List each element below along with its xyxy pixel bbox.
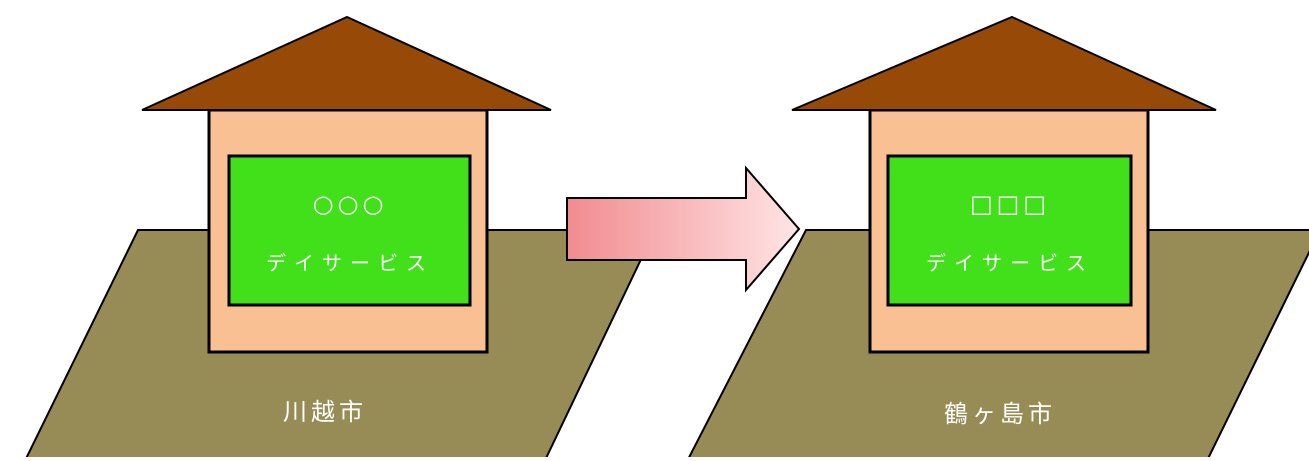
left-signboard <box>227 154 472 307</box>
left-facility-name: ○○○ <box>313 190 388 218</box>
left-city-label: 川越市 <box>283 398 367 426</box>
right-city-label: 鶴ヶ島市 <box>944 400 1056 428</box>
relocation-arrow <box>566 165 801 293</box>
left-facility-type: デイサービス <box>266 251 434 275</box>
left-house-roof <box>141 15 552 111</box>
right-scene: □□□ デイサービス 鶴ヶ島市 <box>686 15 1309 461</box>
right-signboard <box>886 154 1133 307</box>
right-facility-name: □□□ <box>970 190 1050 218</box>
right-facility-type: デイサービス <box>926 251 1094 275</box>
left-scene: ○○○ デイサービス 川越市 <box>23 15 657 461</box>
arrow-right-icon <box>566 165 801 293</box>
right-house-roof <box>791 15 1217 111</box>
